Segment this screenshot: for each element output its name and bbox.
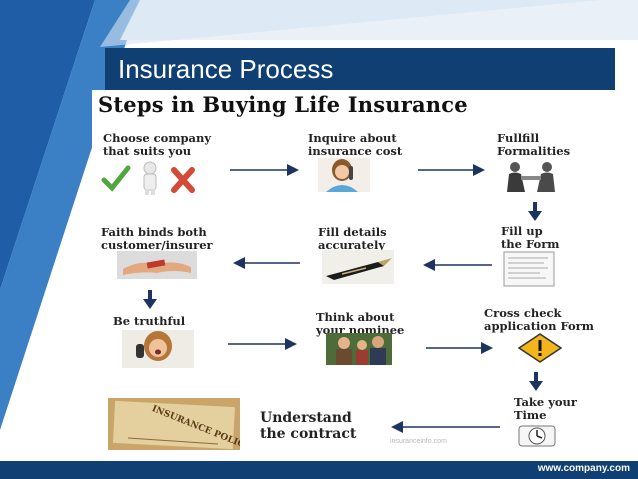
diagram-heading: Steps in Buying Life Insurance: [98, 92, 468, 117]
arrow-9-10-head: [529, 381, 543, 391]
arrow-6-7-head: [143, 299, 157, 309]
family-icon: [326, 333, 392, 365]
check-person-cross-icon: [101, 161, 195, 195]
arrow-3-4-shaft: [533, 202, 537, 212]
clock-icon: [518, 425, 556, 447]
arrow-3-4-head: [528, 211, 542, 221]
watermark-text: insuranceinfo.com: [390, 438, 447, 445]
form-document-icon: [503, 251, 555, 287]
woman-on-phone-icon: [318, 158, 370, 192]
arrow-6-7-shaft: [148, 290, 152, 300]
footer-url[interactable]: www.company.com: [537, 463, 630, 474]
footer-bar: [0, 461, 638, 479]
handshake-icon: [507, 162, 555, 192]
step-7-label: Be truthful: [113, 314, 186, 328]
fountain-pen-icon: [322, 250, 394, 284]
shaking-hands-icon: [117, 251, 197, 279]
warning-sign-icon: [518, 333, 562, 363]
shouting-woman-icon: [122, 330, 194, 368]
arrow-9-10-shaft: [534, 372, 538, 382]
slide-title: Insurance Process: [118, 54, 334, 84]
title-bar: [105, 48, 615, 90]
insurance-policy-icon: INSURANCE POLICY: [108, 398, 240, 450]
